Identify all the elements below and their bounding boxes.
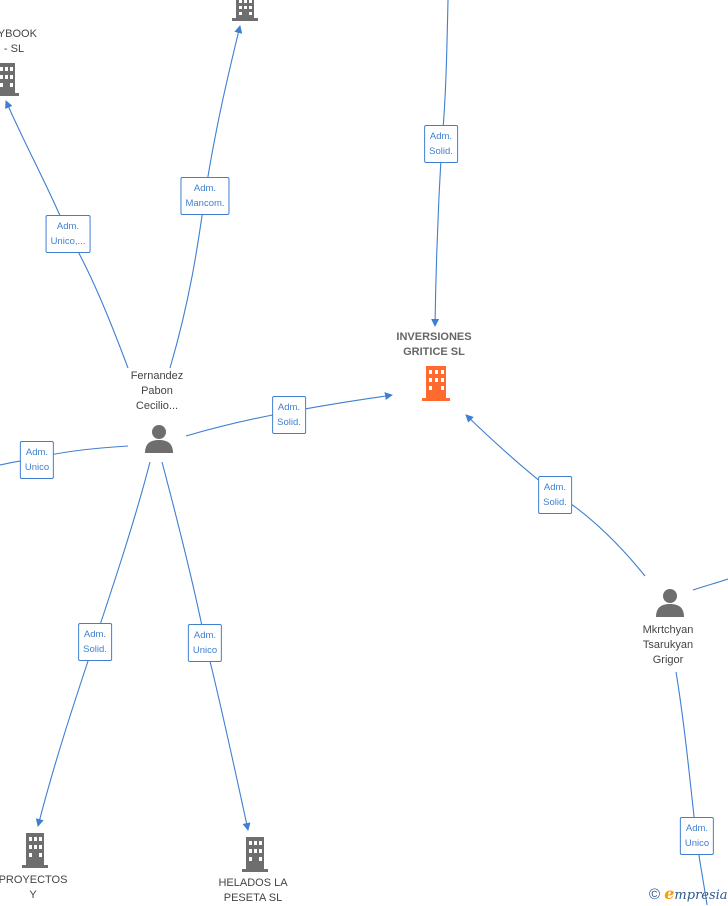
edge-label[interactable]: Adm. Unico: [19, 441, 71, 498]
building-icon[interactable]: [229, 0, 261, 22]
edge-label-text: Adm. Mancom.: [180, 177, 230, 215]
edge-label-text: Adm. Unico: [187, 624, 223, 662]
brand-rest: mpresia: [674, 888, 728, 903]
building-icon-focus[interactable]: [419, 366, 453, 402]
person-label-fernandez[interactable]: Fernandez Pabon Cecilio...: [130, 370, 184, 412]
edge-label-text: Adm. Unico: [19, 441, 55, 479]
person-label-mkrtchyan[interactable]: Mkrtchyan Tsarukyan Grigor: [642, 624, 694, 666]
edge-label-text: Adm. Unico,...: [45, 215, 91, 253]
person-icon[interactable]: [144, 424, 174, 454]
edge-label[interactable]: Adm. Unico,...: [45, 215, 113, 272]
brand-first-letter: e: [664, 884, 675, 903]
edge-label[interactable]: Adm. Mancom.: [180, 177, 254, 234]
company-label-helados-la-peseta[interactable]: HELADOS LA PESETA SL: [218, 877, 288, 904]
edge-label[interactable]: Adm. Unico: [679, 817, 728, 874]
edge-label[interactable]: Adm. Solid.: [424, 125, 475, 182]
edge-label[interactable]: Adm. Solid.: [538, 476, 589, 533]
brand-name: empresia: [664, 884, 728, 903]
edge-mkrtchyan-right: [692, 578, 728, 591]
edge-label[interactable]: Adm. Solid.: [78, 623, 129, 680]
edge-label[interactable]: Adm. Solid.: [272, 396, 323, 453]
building-icon[interactable]: [239, 837, 271, 873]
edge-label-text: Adm. Solid.: [272, 396, 306, 434]
edge-label-text: Adm. Solid.: [538, 476, 572, 514]
company-label-inversiones-gritice[interactable]: INVERSIONES GRITICE SL: [396, 331, 472, 358]
company-label-proyectos[interactable]: PROYECTOS Y: [0, 874, 68, 901]
building-icon[interactable]: [19, 833, 51, 869]
copyright-symbol: ©: [649, 886, 661, 903]
edge-label[interactable]: Adm. Unico: [187, 624, 239, 681]
empresia-watermark: © empresia: [649, 884, 728, 903]
person-icon[interactable]: [655, 588, 685, 618]
building-icon[interactable]: [0, 63, 22, 97]
edge-label-text: Adm. Unico: [679, 817, 715, 855]
edge-label-text: Adm. Solid.: [424, 125, 458, 163]
company-label-tybook[interactable]: TYBOOK - SL: [0, 28, 37, 55]
edge-label-text: Adm. Solid.: [78, 623, 112, 661]
